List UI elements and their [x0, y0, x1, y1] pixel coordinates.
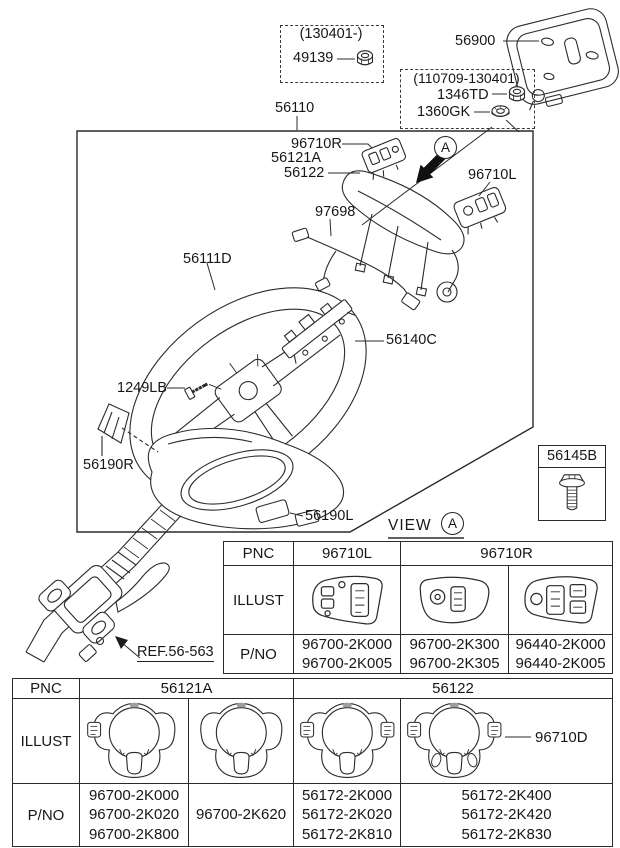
table-row: P/NO 96700-2K000 96700-2K020 96700-2K800…	[12, 783, 613, 847]
main-assembly-box	[76, 130, 534, 533]
part-label-56122: 56122	[284, 165, 325, 181]
wheel-illustration-cell	[188, 698, 294, 784]
view-label: VIEW	[388, 517, 432, 534]
bolt-illustration	[539, 468, 605, 515]
part-label-96710R: 96710R	[291, 136, 342, 152]
part-label-49139: 49139	[293, 50, 334, 66]
part-number-cell: 56172-2K000 56172-2K020 56172-2K810	[293, 783, 401, 847]
table-row: ILLUST	[223, 565, 614, 635]
production-date-box-2	[400, 69, 535, 129]
part-label-56111D: 56111D	[183, 251, 232, 267]
table-row: PNC 96710L 96710R	[223, 541, 614, 566]
view-direction-arrow	[416, 152, 446, 183]
switch-illustration-cell	[400, 565, 509, 635]
switch-right-illustration	[419, 576, 489, 624]
part-label-96710D: 96710D	[535, 729, 588, 746]
reference-link: REF.56-563	[137, 644, 214, 662]
part-number-cell: 96700-2K620	[188, 783, 294, 847]
table-row: PNC 56121A 56122	[12, 678, 613, 699]
bolt-part-box: 56145B	[538, 445, 606, 521]
part-label-56190L: 56190L	[305, 508, 354, 524]
wire-harness-drawing	[291, 227, 421, 311]
part-number-cell: 96700-2K000 96700-2K005	[293, 633, 401, 675]
view-marker-letter: A	[440, 140, 450, 155]
wheel-two-switch-illustration	[300, 702, 395, 778]
switch-illustration-cell	[293, 565, 401, 635]
pno-header: P/NO	[12, 783, 80, 847]
wiring-bracket-drawing	[281, 299, 355, 364]
part-label-56145B: 56145B	[539, 446, 605, 468]
part-label-96710L: 96710L	[468, 167, 517, 183]
view-marker-circle: A	[441, 512, 464, 535]
part-number-cell: 96440-2K000 96440-2K005	[507, 633, 614, 675]
part-number-cell: 56172-2K400 56172-2K420 56172-2K830	[400, 783, 613, 847]
column-header-96710L: 96710L	[293, 541, 401, 566]
date-range-label: (130401-)	[299, 26, 363, 42]
switch-left-illustration	[312, 575, 383, 625]
bolt-icon	[559, 474, 585, 511]
part-number-cell: 96700-2K000 96700-2K020 96700-2K800	[79, 783, 189, 847]
remote-switch-right-drawing	[361, 138, 407, 180]
part-label-97698: 97698	[315, 204, 356, 220]
wheel-with-left-switch-illustration	[87, 702, 176, 778]
view-marker-circle: A	[434, 136, 457, 159]
column-header-56122: 56122	[293, 678, 613, 699]
switch-right-wide-illustration	[523, 576, 598, 624]
switch-illustration-cell	[507, 565, 614, 635]
illust-header: ILLUST	[12, 698, 80, 784]
wheel-annotated-illustration: 96710D	[407, 702, 588, 778]
ref-arrowhead	[115, 636, 128, 649]
table-row: ILLUST 96710D	[12, 698, 613, 784]
part-label-56900: 56900	[455, 33, 496, 49]
reference-label: REF.56-563	[137, 644, 214, 662]
wheel-illustration-cell	[293, 698, 401, 784]
part-label-56140C: 56140C	[386, 332, 437, 348]
column-header-96710R: 96710R	[399, 541, 614, 566]
cap-drawing	[255, 499, 290, 523]
table-row: P/NO 96700-2K000 96700-2K005 96700-2K300…	[223, 633, 614, 675]
part-label-1346TD: 1346TD	[437, 87, 489, 103]
steering-wheel-parts-table: PNC 56121A 56122 ILLUST	[12, 678, 613, 847]
horn-pad-cover-drawing	[341, 170, 465, 303]
column-shaft-stub-drawing	[117, 497, 187, 566]
part-label-56190R: 56190R	[83, 457, 134, 473]
production-date-box-1	[280, 25, 384, 83]
part-label-56110: 56110	[275, 100, 315, 116]
part-label-1249LB: 1249LB	[117, 380, 167, 396]
pno-header: P/NO	[223, 633, 294, 675]
screw-drawing	[184, 382, 209, 400]
part-label-1360GK: 1360GK	[417, 104, 471, 120]
clip-drawing	[97, 403, 159, 456]
wheel-plain-illustration	[200, 702, 283, 778]
lower-cover-drawing	[147, 427, 344, 530]
illust-header: ILLUST	[223, 565, 294, 635]
pnc-header: PNC	[223, 541, 294, 566]
switch-parts-table: PNC 96710L 96710R ILLUST P/NO 96700-2K00…	[223, 541, 614, 675]
column-header-56121A: 56121A	[79, 678, 294, 699]
remote-switch-left-drawing	[453, 186, 507, 235]
date-range-label: (110709-130401)	[413, 70, 520, 86]
part-label-56121A: 56121A	[271, 150, 321, 166]
pnc-header: PNC	[12, 678, 80, 699]
steering-column-drawing	[25, 551, 170, 663]
wheel-illustration-cell	[79, 698, 189, 784]
view-marker-letter: A	[447, 516, 457, 531]
part-number-cell: 96700-2K300 96700-2K305	[400, 633, 509, 675]
wheel-illustration-annotated-cell: 96710D	[400, 698, 613, 784]
